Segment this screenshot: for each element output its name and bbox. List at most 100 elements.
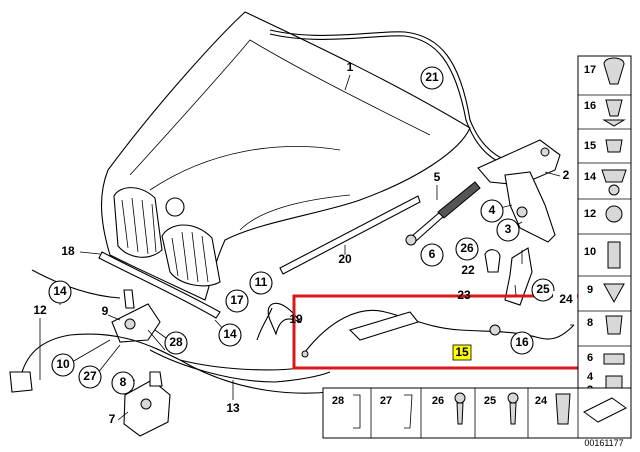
callout-5: 5: [434, 170, 441, 184]
panel-item-6: 6: [587, 352, 625, 365]
panel-item-8: 8: [587, 315, 623, 335]
bottom-item-27: 27: [380, 394, 413, 429]
callout-19: 19: [289, 312, 303, 326]
callout-circle-14-mid: 14: [218, 323, 242, 347]
svg-text:16: 16: [515, 335, 529, 349]
svg-text:17: 17: [584, 64, 596, 76]
part-id: 00161177: [584, 438, 623, 448]
callout-18: 18: [61, 244, 75, 258]
panel-item-16: 16: [584, 99, 626, 127]
svg-text:28: 28: [332, 395, 344, 407]
callout-circle-11: 11: [249, 271, 273, 295]
hood: [100, 11, 471, 301]
cable-handle: [9, 371, 33, 393]
svg-text:8: 8: [120, 375, 127, 389]
svg-text:9: 9: [587, 284, 593, 296]
clip-22-part: [484, 249, 501, 273]
svg-text:12: 12: [584, 208, 596, 220]
svg-text:11: 11: [255, 275, 268, 289]
svg-text:14: 14: [53, 284, 67, 298]
callout-13: 13: [226, 401, 240, 415]
svg-text:17: 17: [230, 293, 244, 307]
clip-23-part: [504, 247, 533, 306]
panel-item-12: 12: [584, 205, 623, 223]
label-15-box[interactable]: [452, 344, 472, 361]
hinge-assembly: [477, 139, 561, 243]
arrow-icon: [583, 397, 627, 423]
bottom-item-25: 25: [484, 392, 519, 425]
svg-text:4: 4: [489, 203, 496, 217]
panel-item-17: 17: [584, 57, 625, 85]
kidney-grille: [113, 187, 221, 287]
svg-text:6: 6: [429, 247, 436, 261]
bottom-item-24: 24: [535, 393, 571, 425]
svg-text:25: 25: [536, 282, 550, 296]
bottom-item-26: 26: [432, 392, 466, 425]
svg-text:28: 28: [169, 335, 183, 349]
callout-circle-10: 10: [51, 353, 75, 377]
latch-upper: [111, 289, 166, 351]
svg-text:26: 26: [432, 395, 444, 407]
callout-box-24: 24: [553, 291, 577, 309]
svg-text:14: 14: [223, 327, 237, 341]
panel-item-4: 4: [587, 371, 594, 383]
cable-12: [19, 333, 331, 394]
svg-text:24: 24: [535, 395, 548, 407]
seal-18: [98, 251, 221, 319]
svg-text:21: 21: [425, 70, 439, 84]
seal-19: [267, 302, 302, 336]
callout-2: 2: [563, 168, 570, 182]
panel-item-9: 9: [587, 283, 625, 304]
svg-text:4: 4: [587, 371, 594, 383]
svg-text:10: 10: [584, 246, 596, 258]
callout-circle-21: 21: [420, 66, 444, 90]
cable-15: [304, 309, 575, 353]
callout-12: 12: [33, 303, 47, 317]
highlighted-cable-group[interactable]: 15: [292, 294, 582, 370]
cable-13: [179, 359, 301, 371]
callout-23: 23: [457, 288, 471, 302]
latch-lower: [123, 371, 171, 437]
callout-circle-4-hinge: 4: [480, 199, 504, 223]
svg-text:14: 14: [584, 171, 597, 183]
callout-circle-17: 17: [225, 289, 249, 313]
callout-7: 7: [109, 412, 116, 426]
svg-text:8: 8: [587, 317, 593, 329]
panel-item-14: 14: [584, 169, 627, 196]
callout-circle-26: 26: [455, 237, 479, 261]
bottom-item-28: 28: [332, 394, 361, 429]
highlight-frame[interactable]: [292, 294, 582, 370]
svg-text:25: 25: [484, 395, 496, 407]
strut-rod: [269, 29, 513, 164]
callout-9: 9: [102, 304, 109, 318]
svg-text:26: 26: [460, 241, 474, 255]
gas-strut: [405, 181, 481, 246]
callout-20: 20: [338, 252, 352, 266]
callout-circle-6: 6: [420, 243, 444, 267]
circled-callouts: 21 4 3 6 26 22 25 24 16 11 17 14 14 28 1…: [48, 66, 577, 395]
svg-text:15: 15: [584, 140, 596, 152]
svg-text:6: 6: [587, 352, 593, 364]
cable-housing: [348, 311, 419, 341]
seal-20: [279, 195, 421, 275]
callout-circle-8: 8: [111, 371, 135, 395]
bmw-emblem: [165, 197, 185, 217]
callout-circle-16: 16: [510, 331, 534, 355]
label-15[interactable]: 15: [455, 345, 469, 359]
bottom-parts-panel: 28 27 26 25 24: [322, 387, 632, 439]
svg-text:16: 16: [584, 100, 596, 112]
callout-1: 1: [347, 60, 354, 74]
svg-text:10: 10: [56, 357, 70, 371]
svg-text:24: 24: [559, 292, 573, 306]
callout-circle-25: 25: [531, 278, 555, 302]
side-parts-panel: 17 16 15 14 12 10 9 8 6 4 3: [577, 55, 632, 397]
svg-text:27: 27: [83, 369, 97, 383]
svg-text:27: 27: [380, 395, 392, 407]
callout-circle-14-left: 14: [48, 280, 72, 304]
panel-item-10: 10: [584, 241, 621, 269]
callout-22: 22: [461, 263, 475, 277]
panel-item-15: 15: [584, 139, 623, 153]
callout-circle-3: 3: [496, 218, 520, 242]
